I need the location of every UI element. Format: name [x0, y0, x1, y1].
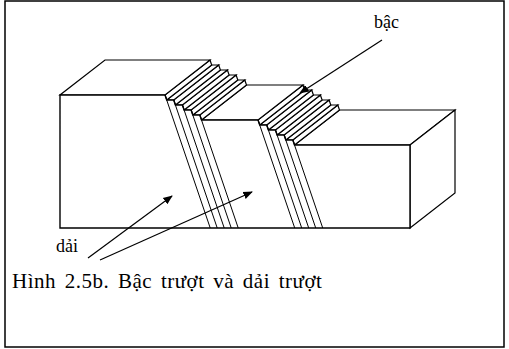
step-label: bậc: [374, 12, 399, 33]
figure-caption: Hình 2.5b. Bậc trượt và dải trượt: [12, 268, 342, 295]
leader-line: [88, 196, 172, 258]
slip-line: [293, 140, 323, 228]
slip-line: [258, 120, 295, 228]
block-top-face: [60, 60, 210, 95]
slip-line: [267, 125, 302, 228]
slip-line: [275, 130, 308, 228]
slip-line: [174, 100, 218, 228]
slip-line: [182, 105, 224, 228]
slip-line: [200, 115, 238, 228]
frame: [5, 1, 504, 347]
slip-line: [284, 135, 316, 228]
leader-line: [300, 40, 382, 93]
crystal-block: [60, 60, 455, 228]
block-front-face: [60, 95, 410, 228]
slip-line: [165, 95, 210, 228]
band-label: dải: [56, 236, 78, 257]
leader-line: [100, 192, 252, 260]
block-side-face: [410, 110, 455, 228]
